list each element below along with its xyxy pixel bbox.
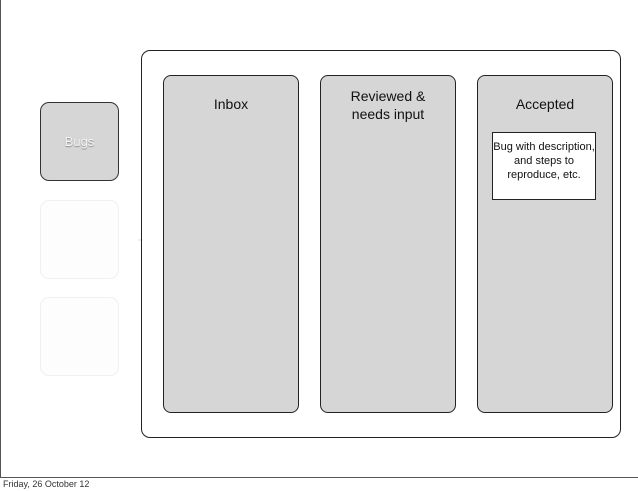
card-text: Bug with description, and steps to repro… (493, 141, 595, 181)
column-title: Reviewed & needs input (350, 88, 426, 122)
slide-frame (0, 0, 638, 478)
column-inbox: Inbox (163, 75, 299, 413)
footer-date: Friday, 26 October 12 (3, 479, 90, 489)
column-title: Accepted (515, 96, 575, 112)
bug-card[interactable]: Bug with description, and steps to repro… (492, 132, 596, 200)
column-reviewed: Reviewed & needs input (320, 75, 456, 413)
sidebar-item-bugs[interactable]: Bugs (40, 102, 119, 181)
column-title: Inbox (213, 96, 249, 112)
sidebar-item-faded (40, 297, 119, 376)
sidebar-item-label: Bugs (64, 134, 95, 149)
sidebar-item-faded (40, 200, 119, 279)
column-accepted: Accepted (477, 75, 613, 413)
